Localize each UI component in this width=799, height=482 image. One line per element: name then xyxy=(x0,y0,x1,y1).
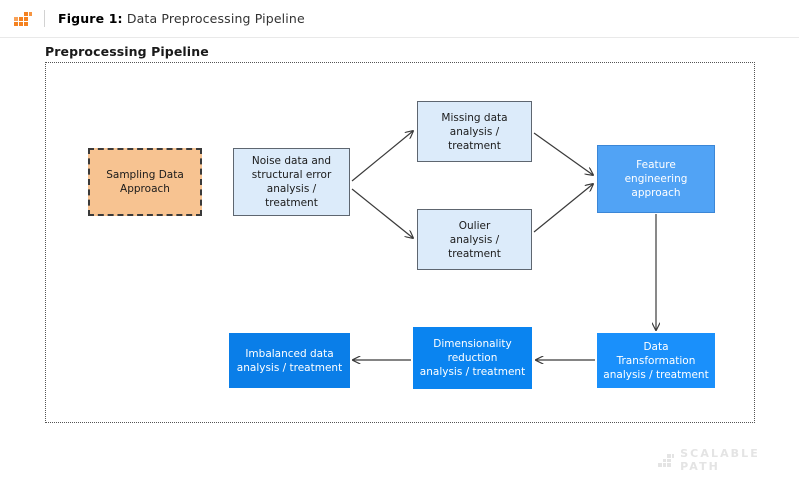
node-label: Imbalanced data analysis / treatment xyxy=(236,347,343,374)
page-title: Preprocessing Pipeline xyxy=(45,44,209,59)
node-label: Data Transformation analysis / treatment xyxy=(603,340,709,381)
node-label: Dimensionality reduction analysis / trea… xyxy=(419,338,526,378)
node-label: Missing data analysis / treatment xyxy=(441,111,508,152)
figure-caption: Figure 1: Data Preprocessing Pipeline xyxy=(58,11,305,26)
node-data-transformation[interactable]: Data Transformation analysis / treatment xyxy=(597,333,715,388)
scalable-path-bars-icon xyxy=(14,11,32,27)
node-outlier[interactable]: Oulier analysis / treatment xyxy=(417,209,532,270)
node-sampling-data-approach[interactable]: Sampling Data Approach xyxy=(88,148,202,216)
header-divider xyxy=(44,10,45,27)
node-label: Noise data and structural error analysis… xyxy=(251,155,332,209)
node-label: Oulier analysis / treatment xyxy=(448,219,501,260)
node-label: Feature engineering approach xyxy=(624,159,688,199)
pipeline-frame xyxy=(45,62,755,423)
node-dimensionality-reduction[interactable]: Dimensionality reduction analysis / trea… xyxy=(413,327,532,389)
watermark: SCALABLE PATH xyxy=(658,447,799,473)
header-rule xyxy=(0,37,799,38)
page-header: Figure 1: Data Preprocessing Pipeline xyxy=(0,0,799,37)
node-noise-data[interactable]: Noise data and structural error analysis… xyxy=(233,148,350,216)
node-imbalanced-data[interactable]: Imbalanced data analysis / treatment xyxy=(229,333,350,388)
scalable-path-bars-icon xyxy=(658,453,674,467)
node-label: Sampling Data Approach xyxy=(106,169,184,195)
node-missing-data[interactable]: Missing data analysis / treatment xyxy=(417,101,532,162)
figure-label: Figure 1: xyxy=(58,11,123,26)
figure-title: Data Preprocessing Pipeline xyxy=(122,11,305,26)
node-feature-engineering[interactable]: Feature engineering approach xyxy=(597,145,715,213)
watermark-text: SCALABLE PATH xyxy=(680,447,760,473)
